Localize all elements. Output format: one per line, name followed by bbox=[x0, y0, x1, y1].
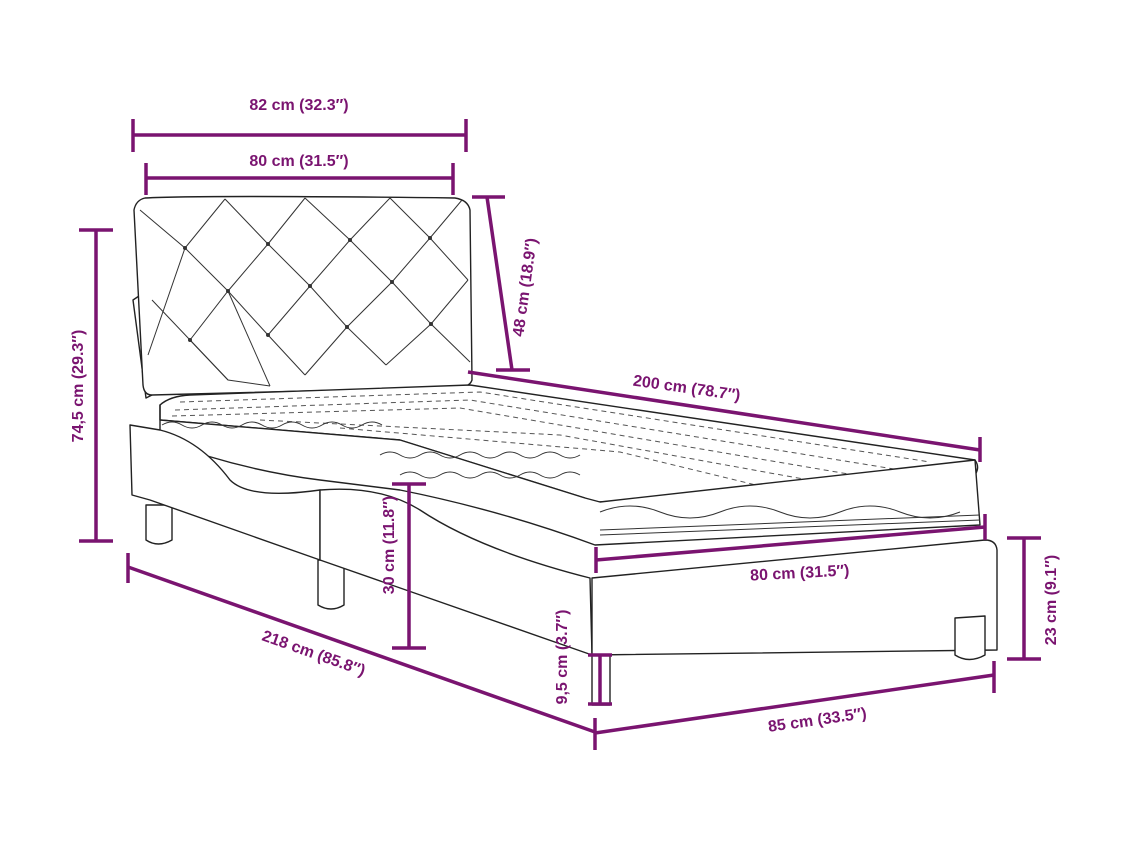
dim-leg-height bbox=[588, 653, 612, 706]
rear-left-leg bbox=[145, 504, 173, 545]
frame-foot-panel bbox=[591, 539, 998, 656]
label-frame-side-height: 30 cm (11.8″) bbox=[381, 496, 398, 594]
dim-headboard-outer-width bbox=[131, 119, 468, 152]
label-headboard-height: 48 cm (18.9″) bbox=[510, 237, 541, 338]
dim-mattress-length bbox=[467, 370, 982, 462]
frame-side-panel bbox=[319, 488, 593, 656]
dimension-lines bbox=[79, 119, 1041, 750]
label-headboard-inner-width: 80 cm (31.5″) bbox=[249, 153, 348, 170]
mattress-waves bbox=[161, 421, 981, 536]
label-mattress-width: 80 cm (31.5″) bbox=[750, 562, 850, 584]
rear-right-leg bbox=[317, 559, 345, 610]
dim-headboard-inner-width bbox=[144, 163, 455, 195]
label-total-width: 85 cm (33.5″) bbox=[767, 705, 868, 736]
dim-frame-side-height bbox=[392, 482, 426, 650]
dim-footboard-height bbox=[1007, 536, 1041, 661]
bed-illustration bbox=[129, 195, 998, 706]
label-headboard-outer-width: 82 cm (32.3″) bbox=[249, 97, 348, 114]
tuft-buttons bbox=[183, 236, 433, 342]
label-leg-height: 9,5 cm (3.7″) bbox=[554, 610, 571, 705]
dim-mattress-width bbox=[594, 514, 987, 573]
mattress-quilting bbox=[171, 391, 931, 487]
dim-total-length bbox=[126, 553, 596, 734]
dim-headboard-height bbox=[472, 195, 530, 372]
dim-total-width bbox=[593, 661, 996, 750]
front-right-leg bbox=[954, 615, 986, 661]
dim-total-height bbox=[79, 228, 113, 543]
label-footboard-height: 23 cm (9.1″) bbox=[1043, 555, 1060, 645]
label-total-length: 218 cm (85.8″) bbox=[260, 628, 368, 680]
label-total-height: 74,5 cm (29.3″) bbox=[70, 330, 87, 443]
headboard-panel bbox=[133, 195, 473, 396]
